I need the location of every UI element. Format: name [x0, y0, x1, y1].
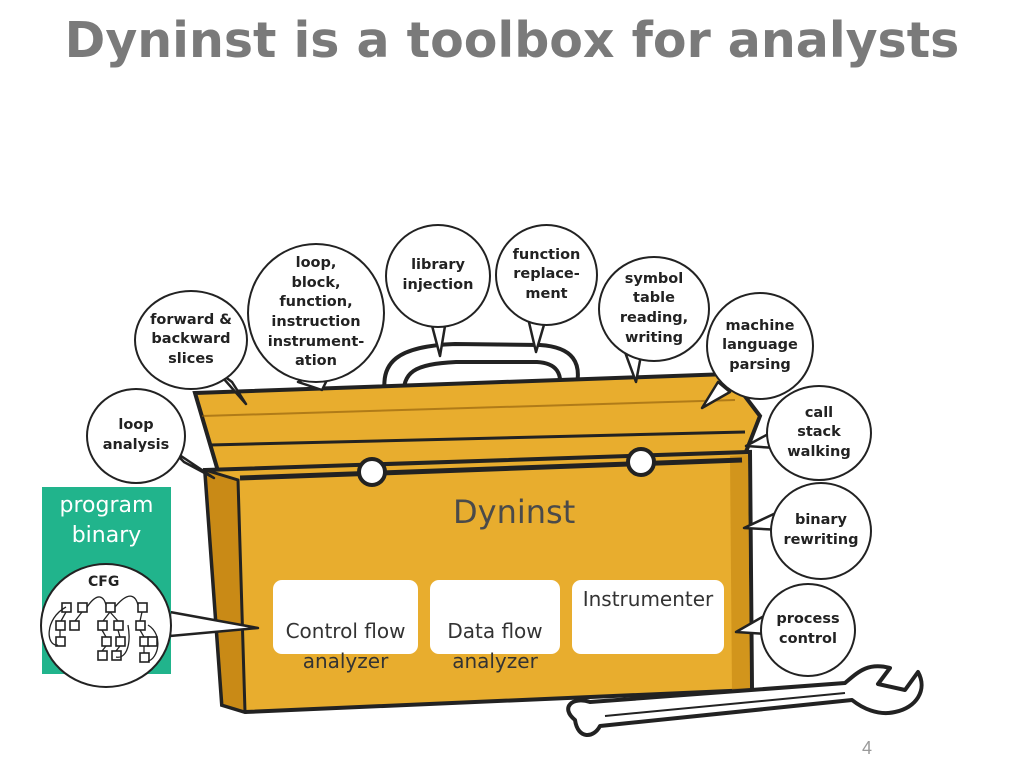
- page-number: 4: [862, 738, 873, 758]
- instrumenter-label: Instrumenter: [582, 587, 714, 611]
- capability-bubble-symbol-table: symbol table reading, writing: [598, 256, 710, 362]
- data-flow-analyzer-box: Data flow analyzer: [430, 580, 560, 673]
- control-flow-analyzer-label: Control flow analyzer: [285, 619, 406, 673]
- capability-bubble-function-replacement: function replace- ment: [495, 224, 598, 326]
- capability-bubble-loop-analysis: loop analysis: [86, 388, 186, 484]
- toolbox-label: Dyninst: [453, 493, 576, 531]
- cfg-graph-icon: [48, 595, 159, 663]
- data-flow-analyzer-label: Data flow analyzer: [447, 619, 543, 673]
- wrench-icon: [566, 664, 924, 737]
- toolbox-latch: [357, 447, 656, 487]
- capability-bubble-machine-language: machine language parsing: [706, 292, 814, 400]
- instrumenter-box: Instrumenter: [572, 580, 724, 654]
- cfg-label: CFG: [88, 574, 120, 590]
- capability-bubble-instrumentation: loop, block, function, instruction instr…: [247, 243, 385, 383]
- capability-bubble-process-control: process control: [760, 583, 856, 677]
- toolbox-lid: [192, 371, 763, 481]
- control-flow-analyzer-box: Control flow analyzer: [273, 580, 418, 673]
- slide-title: Dyninst is a toolbox for analysts: [64, 12, 960, 69]
- capability-bubble-call-stack: call stack walking: [766, 385, 872, 481]
- program-binary-label: program binary: [59, 493, 154, 548]
- capability-bubble-binary-rewriting: binary rewriting: [770, 482, 872, 580]
- capability-bubble-slices: forward & backward slices: [134, 290, 248, 390]
- capability-bubble-library-injection: library injection: [385, 224, 491, 328]
